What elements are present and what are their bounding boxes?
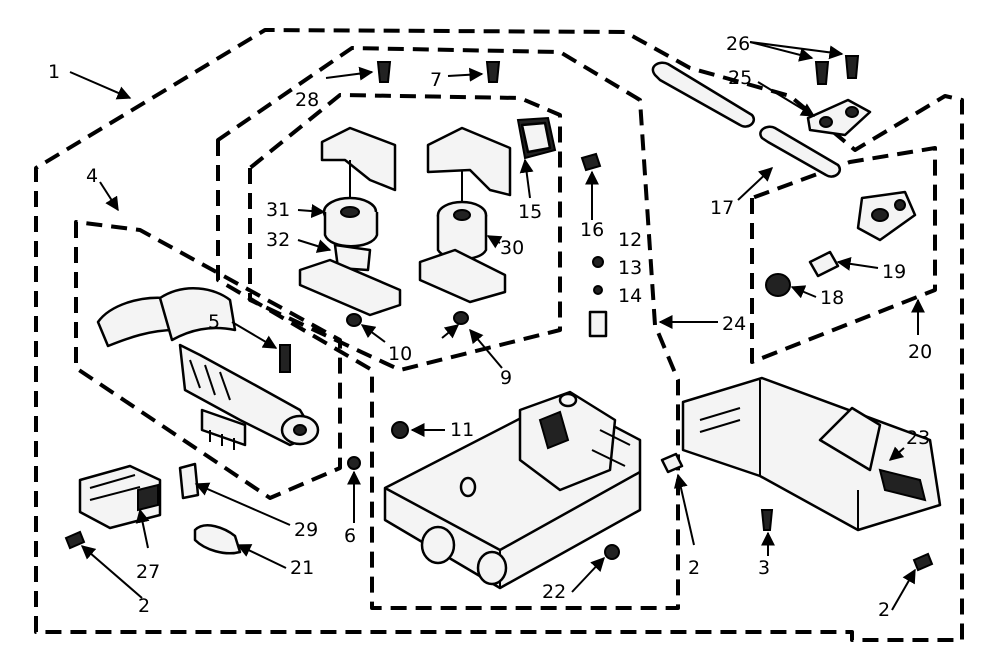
- small-parts-12-14: [588, 256, 608, 338]
- callout-10: 10: [388, 343, 412, 365]
- callout-15: 15: [518, 201, 542, 223]
- callout-28: 28: [295, 89, 319, 111]
- screw-28: [376, 61, 392, 83]
- callout-22: 22: [542, 581, 566, 603]
- callout-27: 27: [136, 561, 160, 583]
- callout-17: 17: [710, 197, 734, 219]
- callout-31: 31: [266, 199, 290, 221]
- callout-16: 16: [580, 219, 604, 241]
- callout-13: 13: [618, 257, 642, 279]
- pilot-screw-5: [279, 344, 291, 373]
- screw-3: [760, 509, 774, 531]
- callout-12: 12: [618, 229, 642, 251]
- screw-2-left: [64, 530, 86, 550]
- callout-7: 7: [430, 69, 442, 91]
- callout-3: 3: [758, 557, 770, 579]
- callout-9: 9: [500, 367, 512, 389]
- outline-burner-group-4: [74, 220, 342, 500]
- callout-29: 29: [294, 519, 318, 541]
- plug-22: [604, 544, 620, 560]
- outline-solenoid-group: [248, 93, 562, 372]
- terminal-bracket-27: [78, 464, 162, 530]
- callout-labels: 1 4 5 28 7 31 32 30 15 16 12 13 14 10 9 …: [48, 33, 932, 621]
- callout-4: 4: [86, 165, 98, 187]
- solenoid-coil-31: [322, 196, 379, 248]
- burner-tube: [96, 287, 320, 447]
- tube-upper: [651, 61, 756, 128]
- callout-24: 24: [722, 313, 746, 335]
- clip-25: [806, 98, 872, 137]
- screws-26: [814, 55, 860, 85]
- callout-23: 23: [906, 427, 930, 449]
- leader-lines: [69, 41, 925, 611]
- screw-6: [347, 456, 361, 470]
- callout-6: 6: [344, 525, 356, 547]
- callout-25: 25: [728, 67, 752, 89]
- callout-19: 19: [882, 261, 906, 283]
- callout-18: 18: [820, 287, 844, 309]
- callout-5: 5: [208, 311, 220, 333]
- solenoid-coil-30: [418, 200, 507, 304]
- outline-sensor-group-20: [750, 146, 937, 364]
- terminal-block-15: [516, 116, 557, 160]
- mounting-bracket-23: [681, 376, 942, 532]
- pin-2-mid: [660, 452, 684, 474]
- sensor-bracket: [856, 190, 917, 242]
- outline-assembly-1: [34, 28, 964, 642]
- callout-2-right: 2: [878, 599, 890, 621]
- solenoid-base-32: [298, 243, 402, 317]
- nut-18: [765, 273, 791, 297]
- connector-21: [193, 524, 242, 555]
- plug-11: [391, 421, 409, 439]
- burner-bracket: [200, 408, 247, 450]
- screw-16: [580, 152, 602, 172]
- callout-32: 32: [266, 229, 290, 251]
- screw-7: [485, 61, 501, 83]
- callout-11: 11: [450, 419, 474, 441]
- sensor-19: [808, 250, 840, 278]
- screw-2-right: [912, 552, 934, 572]
- callout-1: 1: [48, 61, 60, 83]
- washers-10-9: [346, 311, 469, 327]
- solenoid-bracket-right: [426, 126, 512, 210]
- callout-26: 26: [726, 33, 750, 55]
- callout-20: 20: [908, 341, 932, 363]
- callout-21: 21: [290, 557, 314, 579]
- outline-subassembly-24: [216, 46, 680, 610]
- tube-17: [759, 125, 842, 178]
- callout-30: 30: [500, 237, 524, 259]
- callout-14: 14: [618, 285, 642, 307]
- callout-2-mid: 2: [688, 557, 700, 579]
- gas-valve-24: [383, 390, 642, 590]
- callout-2-left: 2: [138, 595, 150, 617]
- insulator-29: [178, 462, 200, 500]
